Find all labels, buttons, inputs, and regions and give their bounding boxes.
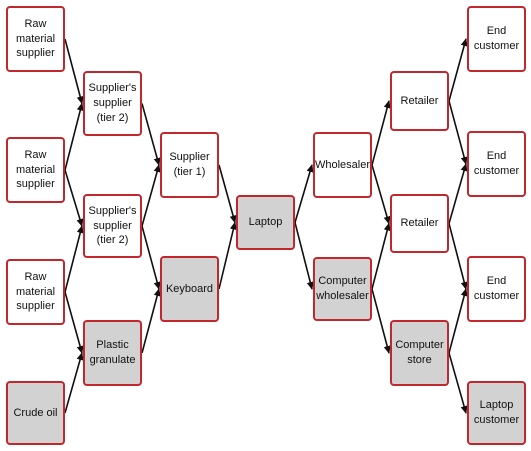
arrow-keyboard-to-laptop [218,221,237,290]
node-keyboard: Keyboard [160,256,219,322]
arrow-wholesaler-to-retailer-1 [371,100,391,166]
arrow-tier1-to-laptop [218,164,237,224]
arrow-wholesaler-to-retailer-2 [371,164,391,225]
node-tier2-supplier-b: Supplier's supplier (tier 2) [83,194,142,258]
node-computer-wholesaler: Computer wholesaler [313,257,372,321]
node-computer-store: Computer store [390,320,449,386]
arrow-tier2-a-to-tier1 [141,103,161,166]
arrow-crude-oil-to-plastic [64,352,84,414]
arrow-group [64,38,468,414]
node-laptop: Laptop [236,195,295,250]
node-tier2-supplier-a: Supplier's supplier (tier 2) [83,71,142,136]
node-retailer-1: Retailer [390,71,449,131]
arrow-raw-2-to-tier2-b [64,169,84,227]
arrow-raw-3-to-tier2-b [64,225,84,293]
arrow-tier2-b-to-tier1 [141,164,161,227]
node-wholesaler: Wholesaler [313,132,372,198]
arrow-laptop-to-wholesaler [294,164,314,223]
arrow-comp-store-to-laptop-customer [448,352,468,414]
arrow-retailer-1-to-end-1 [448,38,468,102]
arrow-retailer-2-to-end-3 [448,223,468,290]
arrow-laptop-to-comp-wholesaler [294,222,314,290]
arrow-tier2-b-to-keyboard [141,225,161,290]
arrow-comp-store-to-end-3 [448,288,468,354]
node-end-customer-2: End customer [467,131,526,197]
arrow-raw-3-to-plastic [64,291,84,354]
node-raw-material-supplier-2: Raw material supplier [6,137,65,203]
node-end-customer-3: End customer [467,256,526,322]
arrow-comp-wholesaler-to-retailer-2 [371,222,391,290]
node-tier1-supplier: Supplier (tier 1) [160,132,219,198]
node-retailer-2: Retailer [390,194,449,253]
arrow-comp-wholesaler-to-comp-store [371,288,391,354]
arrow-plastic-to-keyboard [141,288,161,354]
arrow-retailer-1-to-end-2 [448,100,468,165]
node-plastic-granulate: Plastic granulate [83,320,142,386]
node-laptop-customer: Laptop customer [467,381,526,445]
node-raw-material-supplier-3: Raw material supplier [6,259,65,325]
node-crude-oil: Crude oil [6,381,65,445]
arrow-raw-2-to-tier2-a [64,102,84,171]
node-raw-material-supplier-1: Raw material supplier [6,6,65,72]
arrow-retailer-2-to-end-2 [448,163,468,224]
arrow-raw-1-to-tier2-a [64,38,84,105]
node-end-customer-1: End customer [467,6,526,72]
